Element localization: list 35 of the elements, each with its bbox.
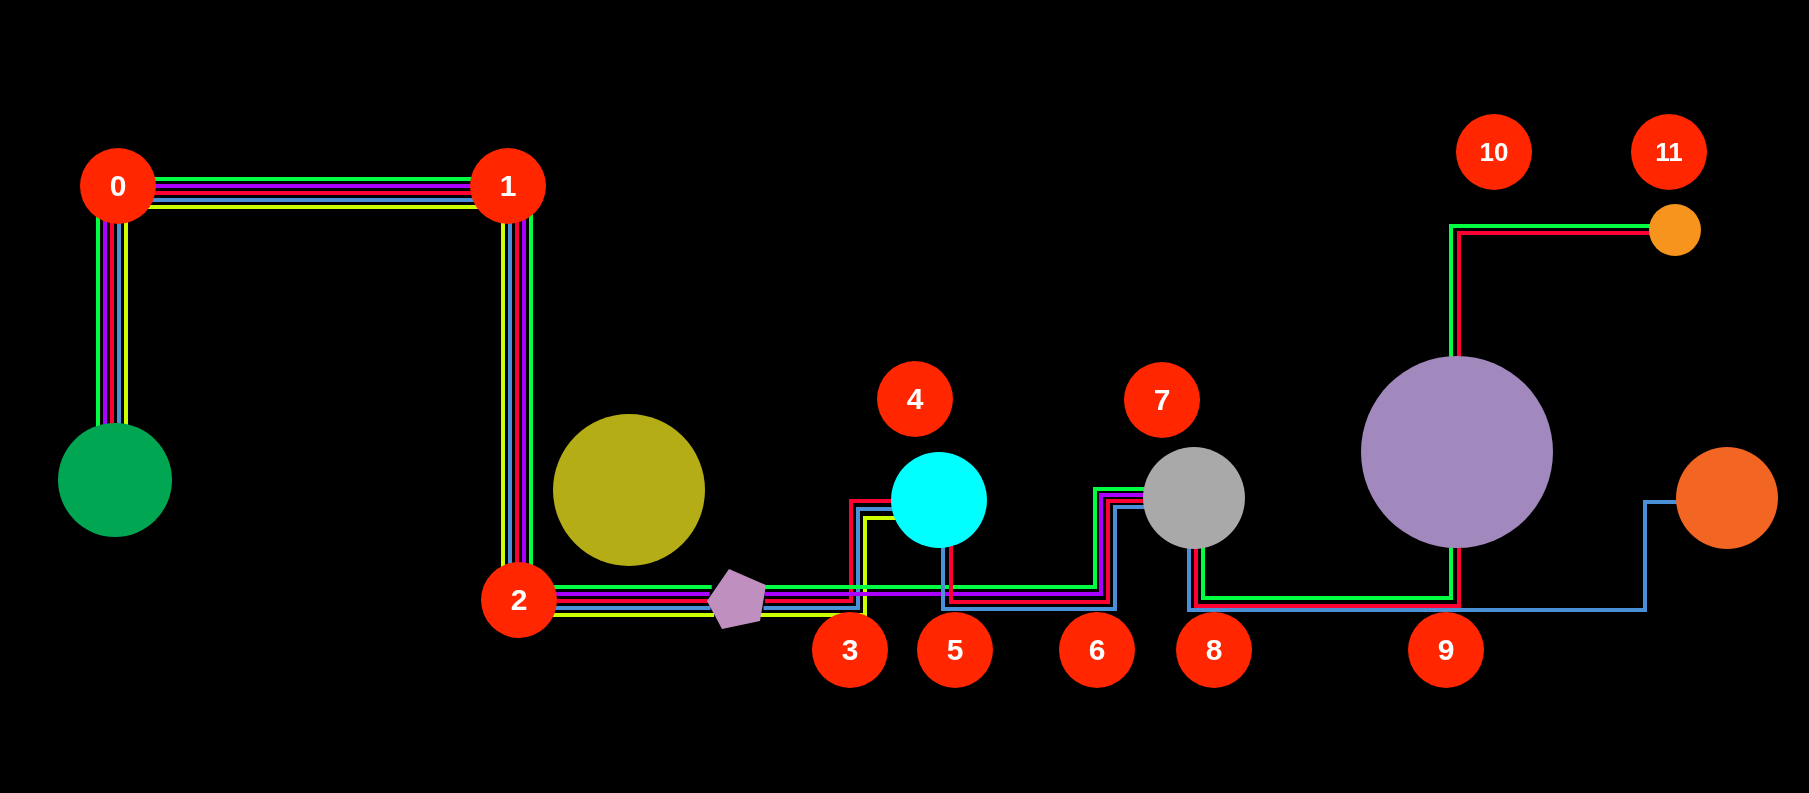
callout-number: 2 bbox=[481, 562, 557, 638]
connector-line bbox=[110, 221, 114, 426]
callout-number: 0 bbox=[80, 148, 156, 224]
callout-number: 7 bbox=[1124, 362, 1200, 438]
connector-line bbox=[103, 219, 107, 426]
connector-line bbox=[554, 606, 711, 610]
callout-number: 3 bbox=[812, 612, 888, 688]
connector-line bbox=[555, 599, 710, 603]
callout-number: 6 bbox=[1059, 612, 1135, 688]
connector-line bbox=[147, 205, 479, 209]
connector-line bbox=[529, 213, 533, 567]
connector-line bbox=[522, 218, 526, 565]
connector-line bbox=[151, 198, 475, 202]
connector-line bbox=[117, 222, 121, 426]
callout-number: 9 bbox=[1408, 612, 1484, 688]
connector-line bbox=[1194, 546, 1461, 608]
callout-number: 10 bbox=[1456, 114, 1532, 190]
connector-line bbox=[153, 191, 473, 195]
connector-line bbox=[515, 220, 519, 565]
callout-number: 8 bbox=[1176, 612, 1252, 688]
connector-line bbox=[508, 221, 512, 566]
connector-line bbox=[552, 585, 712, 589]
connector-line bbox=[153, 177, 473, 181]
circle-node bbox=[1649, 204, 1701, 256]
callout-number: 5 bbox=[917, 612, 993, 688]
connector-line bbox=[154, 184, 472, 188]
connector-line bbox=[501, 221, 505, 568]
callout-number: 1 bbox=[470, 148, 546, 224]
callout-number: 11 bbox=[1631, 114, 1707, 190]
connector-line bbox=[760, 516, 897, 617]
connector-line bbox=[124, 221, 128, 427]
callout-number: 4 bbox=[877, 361, 953, 437]
connector-line bbox=[1201, 545, 1453, 600]
connector-line bbox=[96, 215, 100, 428]
pentagon-node bbox=[707, 569, 766, 629]
